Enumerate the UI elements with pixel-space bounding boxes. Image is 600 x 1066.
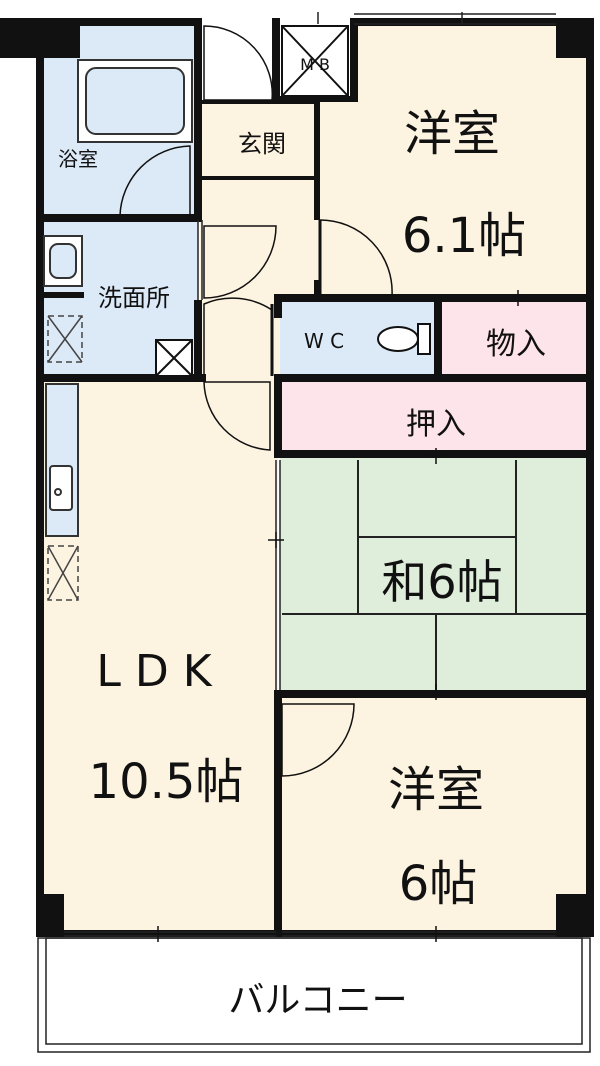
balcony-label: バルコニー (228, 980, 407, 1021)
wc-label: W C (304, 329, 344, 353)
partition-lines (197, 220, 281, 690)
western-room-2-name: 洋室 (388, 762, 484, 818)
closet-label: 押入 (406, 407, 466, 442)
ldk-size: 10.5帖 (89, 754, 244, 810)
storage-floor (440, 300, 590, 376)
western-room-2-floor (278, 694, 590, 932)
entrance-floor (200, 100, 318, 180)
bath-label: 浴室 (58, 147, 98, 171)
bathtub (77, 59, 193, 143)
mb-label: M B (300, 55, 330, 74)
washing-machine-space (47, 315, 83, 363)
washroom-label: 洗面所 (98, 284, 170, 312)
balcony (37, 937, 591, 1053)
storage-label: 物入 (486, 327, 546, 362)
tatami-lines (282, 460, 588, 690)
western-room-2-size: 6帖 (399, 856, 478, 912)
ldk-floor (42, 380, 278, 932)
western-room-1-floor (318, 22, 590, 298)
western-room-1-size: 6.1帖 (402, 208, 526, 264)
fridge-space (47, 545, 79, 601)
walls (0, 18, 594, 937)
mb-box (281, 25, 349, 97)
entrance-label: 玄関 (238, 130, 286, 158)
windows (64, 12, 556, 937)
pipe-space (155, 339, 193, 377)
kitchen-counter (45, 383, 79, 537)
western-room-1-name: 洋室 (404, 106, 500, 162)
japanese-room-label: 和6帖 (381, 555, 502, 609)
sink (43, 235, 83, 287)
cross-marks (150, 290, 526, 942)
toilet (377, 323, 431, 355)
front-door-swing (203, 25, 274, 101)
doors (119, 25, 393, 777)
ldk-name: L D K (96, 646, 212, 697)
closet-floor (280, 380, 590, 454)
mb-floor (276, 18, 354, 100)
